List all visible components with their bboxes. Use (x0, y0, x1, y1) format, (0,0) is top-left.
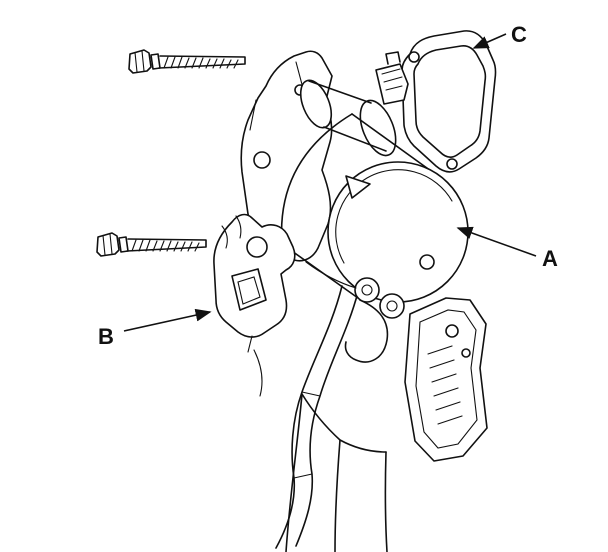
wiring-harness (275, 285, 343, 549)
transmission-casting (404, 297, 488, 462)
solenoid-terminal (375, 63, 409, 105)
leader-line-c (472, 33, 507, 49)
motor-tab (345, 175, 371, 199)
block-boss (354, 277, 380, 303)
harness-bracket (213, 213, 296, 353)
starter-solenoid (299, 51, 409, 157)
flange-bolt-hole (253, 151, 271, 169)
gasket-bolt-hole (446, 158, 458, 170)
bolt-threads (131, 239, 200, 252)
leader-line-a (456, 226, 537, 257)
starter-motor (240, 50, 469, 303)
starter-gasket (401, 30, 497, 173)
bracket-bolt-hole (246, 236, 268, 258)
end-cap-bolt (419, 254, 435, 270)
label-c: C (511, 22, 527, 47)
leader-line-b (123, 308, 212, 332)
mounting-bolt-lower (96, 232, 207, 257)
label-b: B (98, 324, 114, 349)
callouts: C A B (98, 22, 558, 349)
label-a: A (542, 246, 558, 271)
mounting-bolt-upper (128, 49, 246, 74)
bolt-threads (163, 56, 239, 69)
bracket-recess (231, 268, 267, 311)
engine-block-area (253, 261, 488, 552)
casting-ribs (427, 345, 463, 425)
gasket-bolt-hole (408, 51, 420, 63)
block-boss (379, 293, 405, 319)
